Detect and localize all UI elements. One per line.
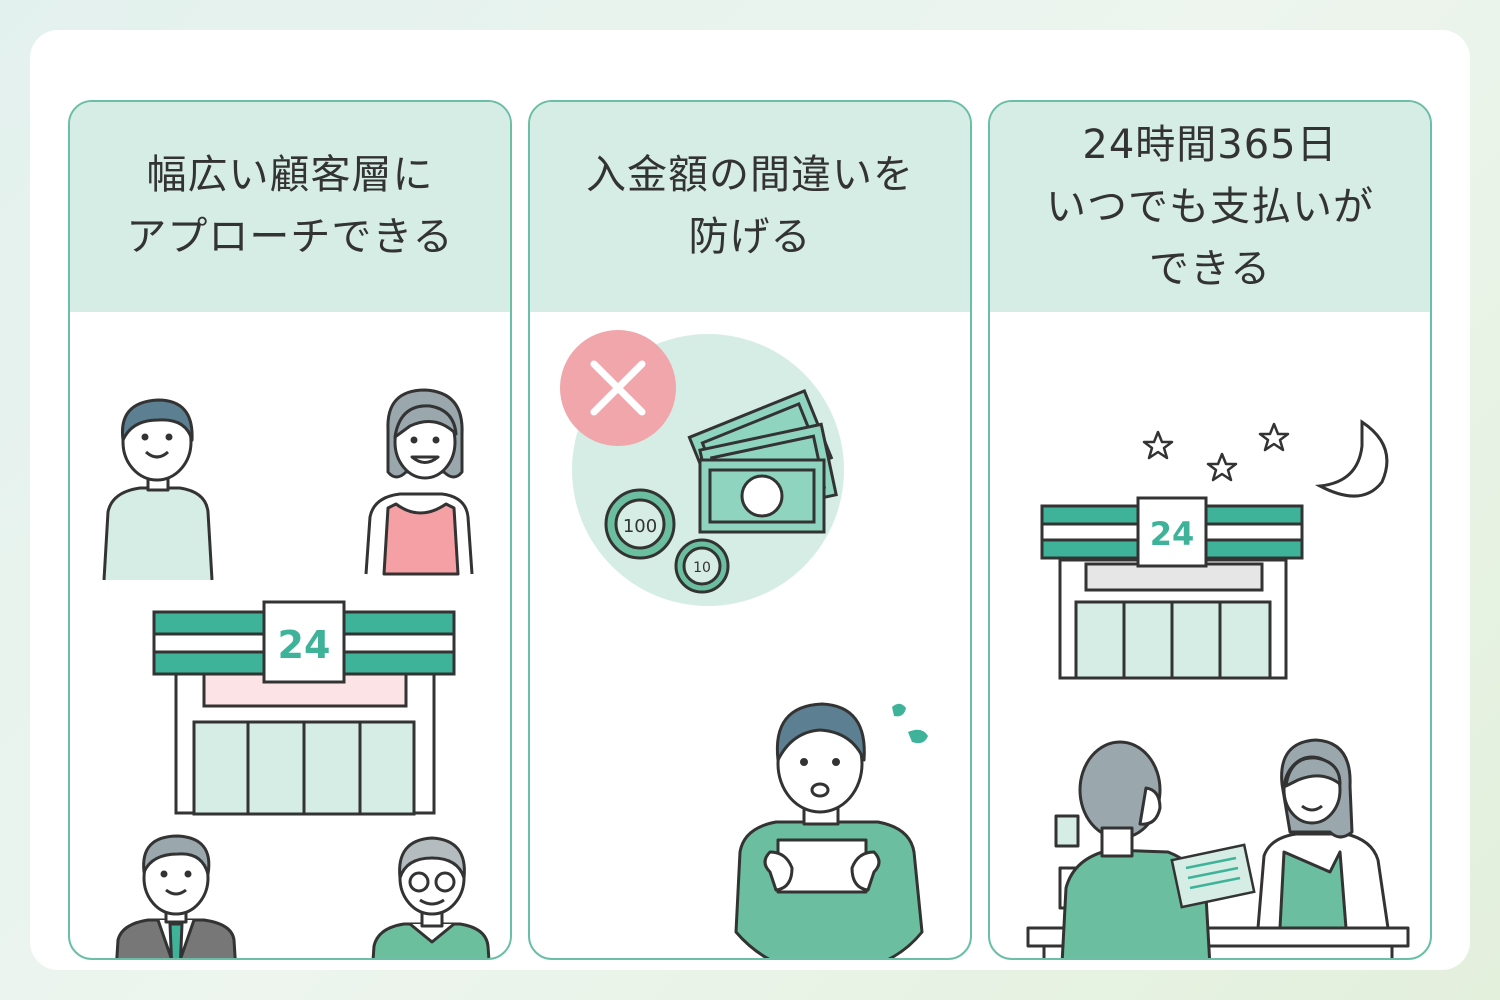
convenience-store-icon [1040, 496, 1304, 680]
worried-man-icon [734, 702, 924, 958]
convenience-store-icon [152, 600, 456, 816]
coin-label-small: 10 [693, 560, 711, 576]
panel-title-line: アプローチできる [126, 214, 454, 260]
young-man-icon [102, 398, 214, 581]
panel-header [70, 102, 510, 312]
panel-wide-customer-reach: 幅広い顧客層に アプローチできる [68, 100, 512, 960]
panel-header [530, 102, 970, 312]
sweat-drops-icon [892, 703, 928, 744]
panel-title: 入金額の間違いを 防げる [530, 144, 970, 268]
customer-icon [1060, 740, 1212, 958]
payment-slip-icon [1170, 843, 1256, 909]
store-sign: 24 [1150, 515, 1195, 553]
night-store-checkout-illustration: 24 [1026, 419, 1410, 958]
money-and-worried-man-illustration: 100 10 [560, 330, 928, 958]
businessman-icon [115, 834, 237, 958]
coins-icon [604, 488, 730, 594]
moon-icon [1314, 419, 1389, 498]
customers-and-store-illustration: 24 [102, 388, 491, 958]
banknotes-icon [687, 388, 838, 534]
coin-label-large: 100 [623, 516, 657, 537]
panel-title-line: 24時間365日 [1082, 122, 1338, 168]
panel-title-line: できる [1148, 246, 1272, 292]
panel-title: 24時間365日 いつでも支払いが できる [990, 114, 1430, 300]
clerk-icon [1256, 738, 1390, 930]
panel-title-line: 幅広い顧客層に [146, 152, 434, 198]
cross-mark-icon [560, 330, 676, 446]
store-sign: 24 [278, 623, 331, 667]
panel-title-line: いつでも支払いが [1046, 184, 1374, 230]
panel-title: 幅広い顧客層に アプローチできる [70, 144, 510, 268]
panel-header [990, 102, 1430, 312]
panel-pay-24-hours: 24時間365日 いつでも支払いが できる 24 [988, 100, 1432, 960]
panel-prevent-payment-errors: 入金額の間違いを 防げる 100 10 [528, 100, 972, 960]
panel-title-line: 入金額の間違いを [586, 152, 914, 198]
infographic-card: 幅広い顧客層に アプローチできる [30, 30, 1470, 970]
elderly-man-icon [371, 836, 491, 958]
woman-icon [364, 388, 474, 576]
panel-title-line: 防げる [688, 214, 812, 260]
stars-icon [1142, 422, 1290, 482]
